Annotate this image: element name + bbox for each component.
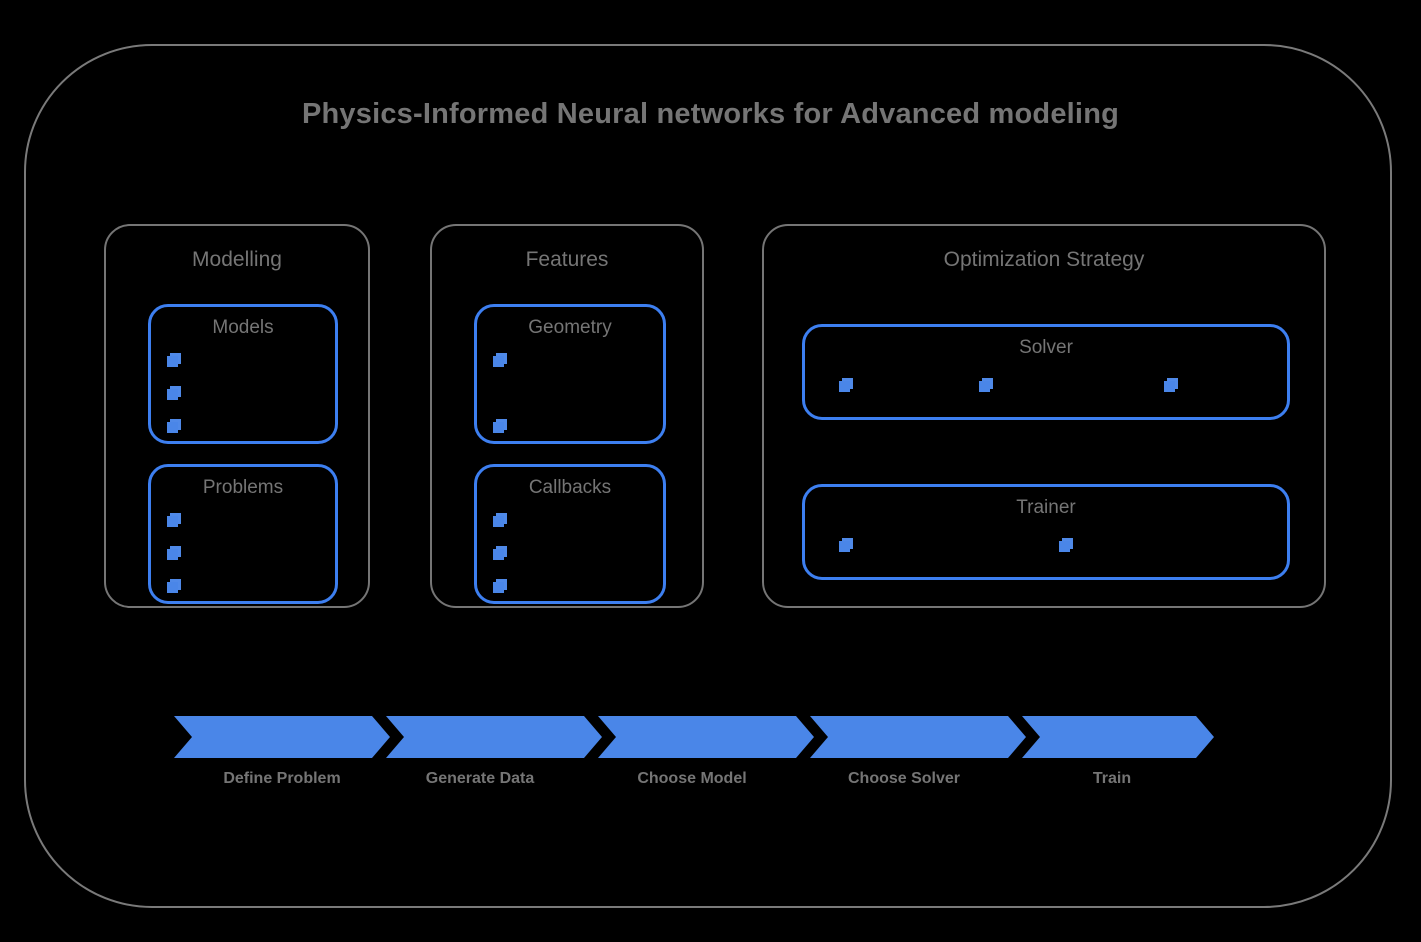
- pipeline-step-arrow-3[interactable]: [598, 716, 814, 758]
- pipeline-step-arrow-5[interactable]: [1022, 716, 1214, 758]
- pipeline-step-label-5: Train: [1092, 770, 1132, 787]
- workflow-pipeline-labels: Define Problem Generate Data Choose Mode…: [174, 770, 1214, 796]
- subbox-geometry-label: Geometry: [528, 317, 612, 338]
- list-item-marker-icon: [167, 513, 181, 527]
- list-item-marker-icon: [167, 419, 181, 433]
- list-item-marker-icon: [839, 378, 853, 392]
- list-item-marker-icon: [493, 353, 507, 367]
- trainer-item-list: [805, 487, 1287, 577]
- list-item-marker-icon: [839, 538, 853, 552]
- group-optimization-strategy-label: Optimization Strategy: [943, 248, 1145, 271]
- pipeline-step-arrow-2[interactable]: [386, 716, 602, 758]
- group-optimization-strategy: Optimization Strategy Solver Trainer: [762, 224, 1326, 608]
- group-modelling-label: Modelling: [192, 248, 282, 271]
- pipeline-step-label-3: Choose Model: [637, 770, 747, 787]
- list-item-marker-icon: [167, 353, 181, 367]
- pipeline-step-arrow-4[interactable]: [810, 716, 1026, 758]
- list-item-marker-icon: [1059, 538, 1073, 552]
- subbox-solver-label: Solver: [1019, 337, 1073, 358]
- pipeline-step-arrow-1[interactable]: [174, 716, 390, 758]
- solver-item-list: [805, 327, 1287, 417]
- page-title: Physics-Informed Neural networks for Adv…: [301, 98, 1120, 130]
- group-modelling: Modelling Models Problems: [104, 224, 370, 608]
- workflow-pipeline: [174, 716, 1214, 758]
- pipeline-step-label-4: Choose Solver: [847, 770, 961, 787]
- list-item-marker-icon: [493, 546, 507, 560]
- subbox-callbacks[interactable]: Callbacks: [474, 464, 666, 604]
- subbox-trainer-label: Trainer: [1016, 497, 1076, 518]
- list-item-marker-icon: [167, 386, 181, 400]
- subbox-models-label: Models: [212, 317, 274, 338]
- subbox-problems[interactable]: Problems: [148, 464, 338, 604]
- subbox-geometry[interactable]: Geometry: [474, 304, 666, 444]
- pipeline-step-label-1: Define Problem: [223, 770, 341, 787]
- pipeline-step-label-2: Generate Data: [425, 770, 535, 787]
- subbox-trainer[interactable]: Trainer: [802, 484, 1290, 580]
- list-item-marker-icon: [979, 378, 993, 392]
- group-features: Features Geometry Callbacks: [430, 224, 704, 608]
- list-item-marker-icon: [493, 579, 507, 593]
- list-item-marker-icon: [167, 546, 181, 560]
- subbox-solver[interactable]: Solver: [802, 324, 1290, 420]
- subbox-callbacks-label: Callbacks: [528, 477, 612, 498]
- list-item-marker-icon: [167, 579, 181, 593]
- list-item-marker-icon: [1164, 378, 1178, 392]
- subbox-problems-label: Problems: [202, 477, 284, 498]
- list-item-marker-icon: [493, 513, 507, 527]
- list-item-marker-icon: [493, 419, 507, 433]
- subbox-models[interactable]: Models: [148, 304, 338, 444]
- outer-frame: [24, 44, 1392, 908]
- group-features-label: Features: [525, 248, 609, 271]
